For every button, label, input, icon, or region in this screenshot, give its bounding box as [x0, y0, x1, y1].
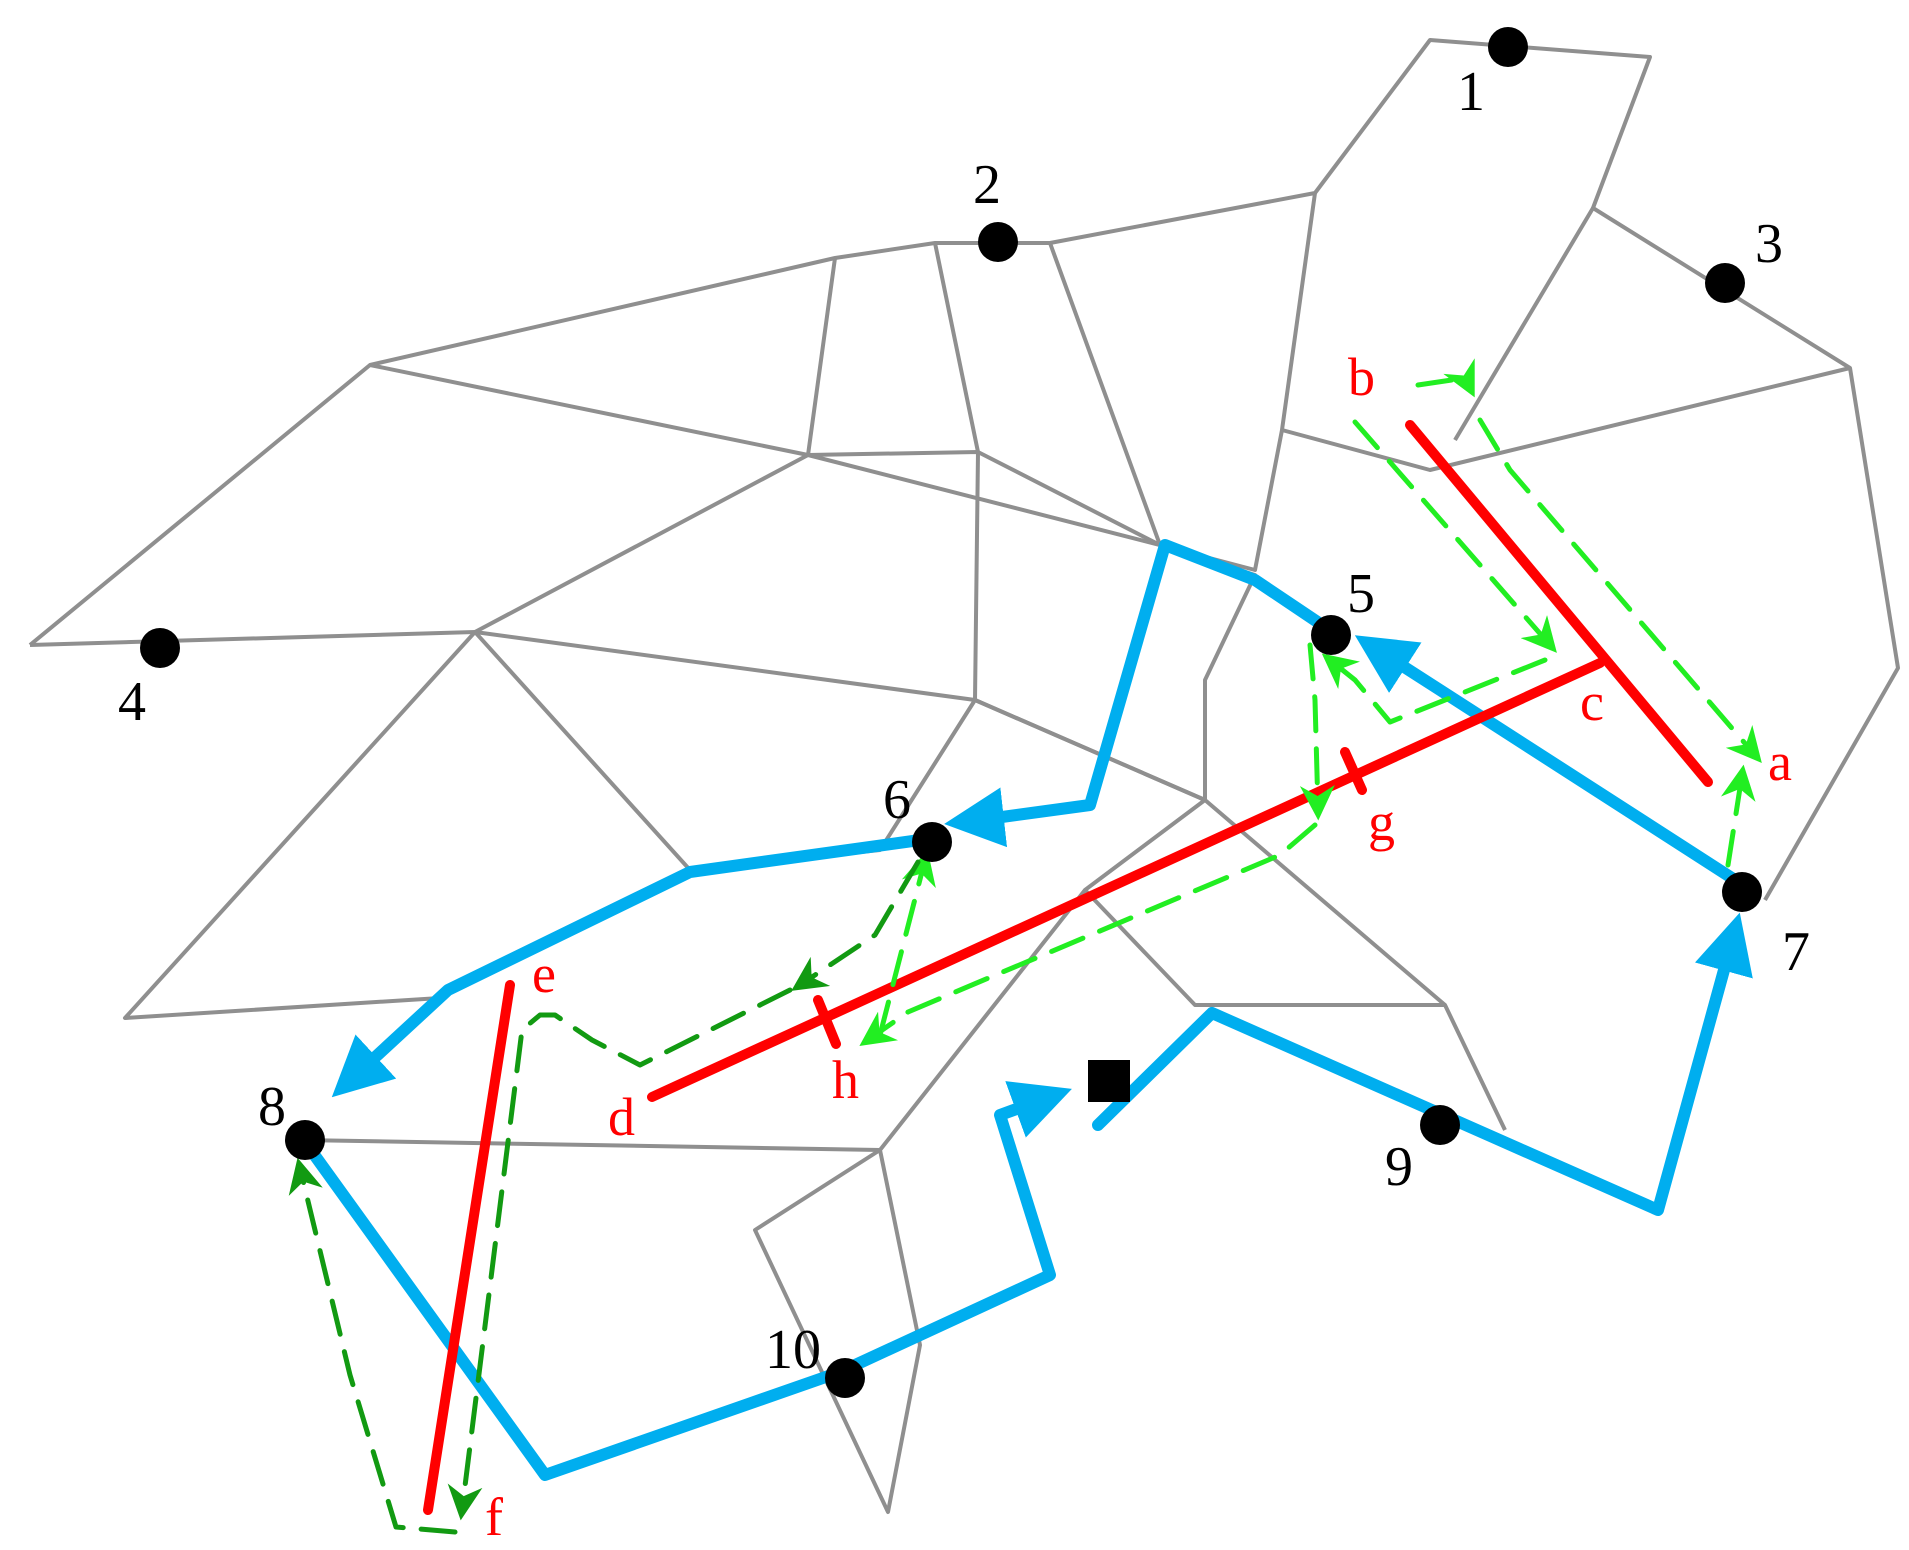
- node-labels: 1 2 3 4 5 6 7 8 9 10: [118, 61, 1810, 1381]
- route-path: [944, 539, 1328, 848]
- road-edge: [29, 630, 1206, 802]
- node-label-1: 1: [1457, 61, 1485, 123]
- node-label-10: 10: [765, 1319, 821, 1381]
- detour-light: [1415, 358, 1475, 398]
- node-dot-icon: [1488, 27, 1528, 67]
- road-edge: [806, 257, 1161, 547]
- detour-dark: [447, 987, 793, 1521]
- network-nodes: [140, 27, 1762, 1398]
- route-path: [294, 1081, 1072, 1481]
- road-edge: [299, 1138, 881, 1152]
- point-label-a: a: [1768, 732, 1792, 792]
- detour-light: [1720, 764, 1756, 868]
- road-edge: [1453, 206, 1595, 442]
- road-edge: [933, 242, 980, 701]
- road-edge: [123, 453, 809, 1020]
- point-label-c: c: [1580, 672, 1604, 732]
- segment-tick-h: [813, 995, 841, 1049]
- node-label-3: 3: [1755, 213, 1783, 275]
- node-dot-icon: [912, 822, 952, 862]
- road-edge: [369, 363, 1161, 547]
- segment-e-f: [423, 980, 515, 1515]
- segment-tick-g: [1340, 747, 1367, 795]
- detour-dark: [791, 859, 921, 991]
- point-label-e: e: [532, 944, 556, 1004]
- route-path: [1354, 635, 1741, 886]
- node-dot-icon: [1705, 263, 1745, 303]
- detour-light: [1321, 653, 1548, 725]
- segment-c-d: [647, 658, 1605, 1102]
- node-label-9: 9: [1385, 1136, 1413, 1198]
- node-label-5: 5: [1347, 563, 1375, 625]
- segment-b-a: [1405, 420, 1713, 787]
- point-label-h: h: [832, 1050, 859, 1110]
- depot-square-icon: [1088, 1060, 1130, 1102]
- node-label-6: 6: [883, 769, 911, 831]
- detour-light: [859, 822, 1318, 1047]
- detour-paths: [288, 358, 1762, 1535]
- detour-light: [1352, 419, 1557, 653]
- detour-dark: [288, 1157, 458, 1535]
- node-dot-icon: [1722, 872, 1762, 912]
- road-network: [28, 38, 1900, 1514]
- node-dot-icon: [978, 222, 1018, 262]
- node-dot-icon: [285, 1120, 325, 1160]
- road-edge: [1281, 366, 1851, 472]
- road-edge: [1048, 192, 1317, 572]
- node-label-2: 2: [973, 154, 1001, 216]
- road-edge: [1159, 543, 1257, 800]
- vehicle-route: [294, 539, 1753, 1481]
- road-edge: [28, 38, 1900, 901]
- node-label-7: 7: [1782, 921, 1810, 983]
- node-dot-icon: [140, 628, 180, 668]
- road-edge: [473, 630, 1206, 872]
- node-label-4: 4: [118, 671, 146, 733]
- road-edge: [1083, 888, 1507, 1131]
- detour-light: [1477, 417, 1762, 763]
- detour-light: [877, 849, 936, 1038]
- service-segments: [423, 420, 1713, 1515]
- route-path: [331, 834, 926, 1098]
- point-label-f: f: [485, 1487, 503, 1547]
- road-edge: [1203, 798, 1447, 1007]
- point-labels: a b c d e f g h: [485, 347, 1792, 1547]
- point-label-b: b: [1348, 347, 1375, 407]
- route-path: [1092, 912, 1753, 1216]
- point-label-g: g: [1368, 792, 1395, 852]
- node-dot-icon: [1420, 1105, 1460, 1145]
- road-edge: [753, 798, 1207, 1514]
- node-dot-icon: [825, 1358, 865, 1398]
- node-dot-icon: [1311, 615, 1351, 655]
- node-label-8: 8: [258, 1076, 286, 1138]
- detour-light: [1299, 642, 1335, 821]
- point-label-d: d: [608, 1087, 635, 1147]
